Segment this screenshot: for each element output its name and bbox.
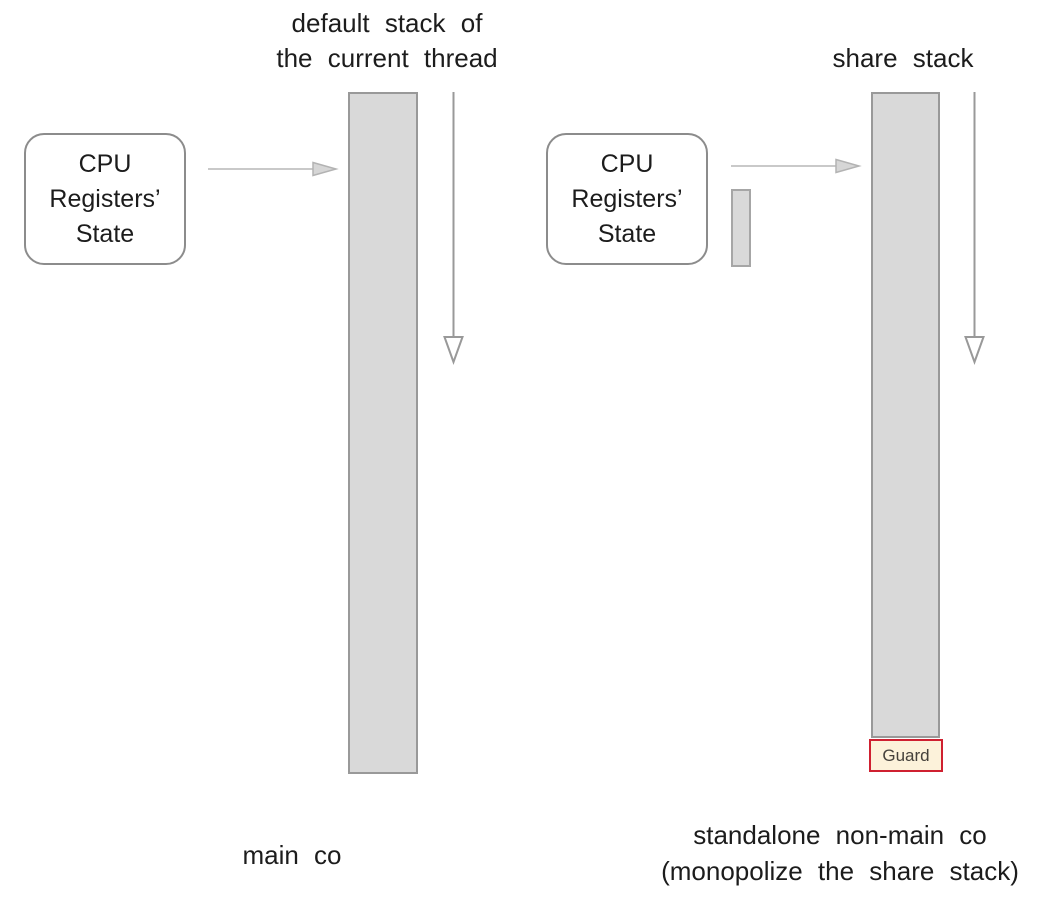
cpu-registers-label-right: CPU Registers’ State — [571, 149, 683, 248]
standalone-co-caption: standalone non-main co (monopolize the s… — [661, 820, 1019, 886]
guard-label: Guard — [882, 745, 930, 765]
right-arrow-icon — [208, 161, 339, 177]
cpu-registers-box-left: CPU Registers’ State — [24, 133, 186, 265]
cpu-registers-label-left: CPU Registers’ State — [49, 149, 161, 248]
cpu-registers-box-right: CPU Registers’ State — [546, 133, 708, 265]
default-stack-title: default stack of the current thread — [276, 8, 498, 73]
share-stack-bar — [871, 92, 940, 738]
guard-box: Guard — [869, 739, 943, 772]
down-arrow-icon — [964, 92, 985, 365]
default-stack-bar — [348, 92, 418, 774]
share-stack-title: share stack — [832, 43, 974, 73]
right-arrow-icon — [731, 158, 862, 174]
down-arrow-icon — [443, 92, 464, 365]
saved-stack-fragment — [731, 189, 751, 267]
main-co-caption: main co — [242, 840, 342, 870]
